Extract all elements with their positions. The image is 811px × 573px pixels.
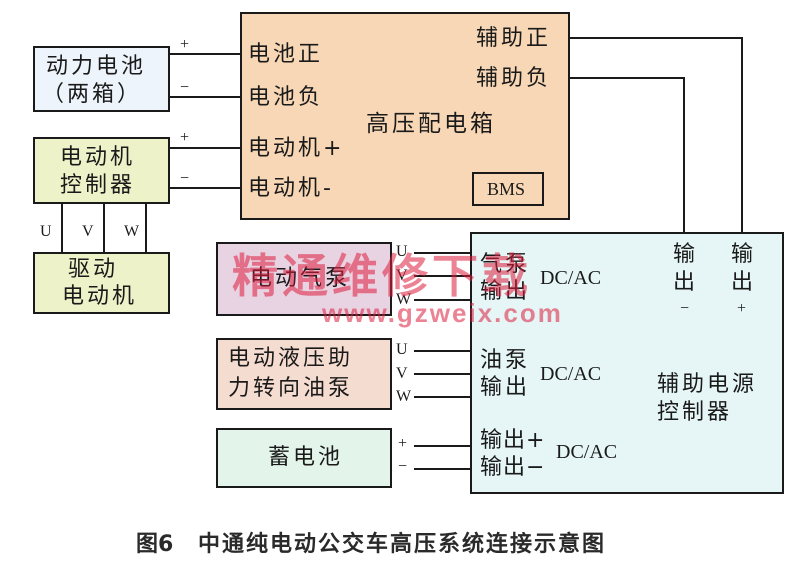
power-battery-box [33,46,170,112]
hv-aux-pos-label: 辅助正 [476,26,552,51]
figure-caption-text: 中通纯电动公交车高压系统连接示意图 [198,532,607,557]
aux-out-neg-l1: 输 [673,242,699,267]
steering-pump-terminal-w: W [396,388,412,405]
motor-terminal-v: V [82,223,94,240]
air-pump-terminal-w: W [396,291,412,308]
motor-controller-label-line1: 电动机 [60,145,136,170]
storage-battery-minus: − [398,458,408,475]
hv-motor-pos-label: 电动机+ [248,136,345,161]
storage-out-dcac: DC/AC [556,441,618,463]
storage-battery-plus: + [398,435,408,452]
bms-box [472,172,544,206]
watermark-line1: 精通维修下载 [232,249,532,303]
storage-battery-box [216,428,392,488]
aux-out-neg-l3: − [680,300,690,317]
air-pump-terminal-u: U [396,243,408,260]
storage-out-label-l1: 输出+ [480,428,546,453]
storage-battery-label: 蓄电池 [268,445,344,470]
power-battery-label-line1: 动力电池 [46,54,147,79]
air-out-label-l2: 输出 [480,279,531,304]
motor-controller-label-line2: 控制器 [60,173,136,198]
battery-plus-sign: + [180,36,190,53]
motor-terminal-w: W [124,223,140,240]
drive-motor-label-line2: 电动机 [62,284,138,309]
aux-out-pos-l1: 输 [731,242,757,267]
steering-pump-label-line2: 力转向油泵 [228,376,354,401]
hv-box-title: 高压配电箱 [366,111,496,137]
hv-motor-neg-label: 电动机- [248,176,334,201]
air-out-label-l1: 气泵 [480,252,531,277]
aux-controller-title-line1: 辅助电源 [657,372,758,397]
aux-out-neg-l2: 出 [673,270,699,295]
drive-motor-box [33,252,170,314]
steering-pump-terminal-u: U [396,341,408,358]
controller-minus-sign: − [180,170,190,187]
motor-terminal-u: U [40,223,52,240]
wire-aux-neg [570,77,685,232]
air-pump-box [216,242,392,316]
steering-pump-label-line1: 电动液压助 [228,346,354,371]
oil-out-dcac: DC/AC [540,363,602,385]
steering-pump-terminal-v: V [396,365,408,382]
storage-out-label-l2: 输出− [480,455,546,480]
figure-caption-number: 图6 [136,532,174,557]
aux-power-controller-box [470,232,784,494]
air-pump-terminal-v: V [396,267,408,284]
air-pump-label: 电动气泵 [250,266,351,291]
aux-out-pos-l2: 出 [731,270,757,295]
wire-aux-pos [570,37,743,232]
motor-controller-box [33,137,170,204]
drive-motor-label-line1: 驱动 [68,257,119,282]
hv-batt-neg-label: 电池负 [248,85,324,110]
bms-label: BMS [487,179,526,199]
hv-batt-pos-label: 电池正 [248,42,324,67]
aux-controller-title-line2: 控制器 [657,400,733,425]
oil-out-label-l2: 输出 [480,375,531,400]
power-battery-label-line2: （两箱） [42,82,143,107]
battery-minus-sign: − [180,79,190,96]
controller-plus-sign: + [180,129,190,146]
hv-aux-neg-label: 辅助负 [476,66,552,91]
air-out-dcac: DC/AC [540,267,602,289]
aux-out-pos-l3: + [737,300,747,317]
oil-out-label-l1: 油泵 [480,348,531,373]
steering-pump-box [216,338,392,410]
watermark-line2: www.gzweix.com [322,298,563,328]
